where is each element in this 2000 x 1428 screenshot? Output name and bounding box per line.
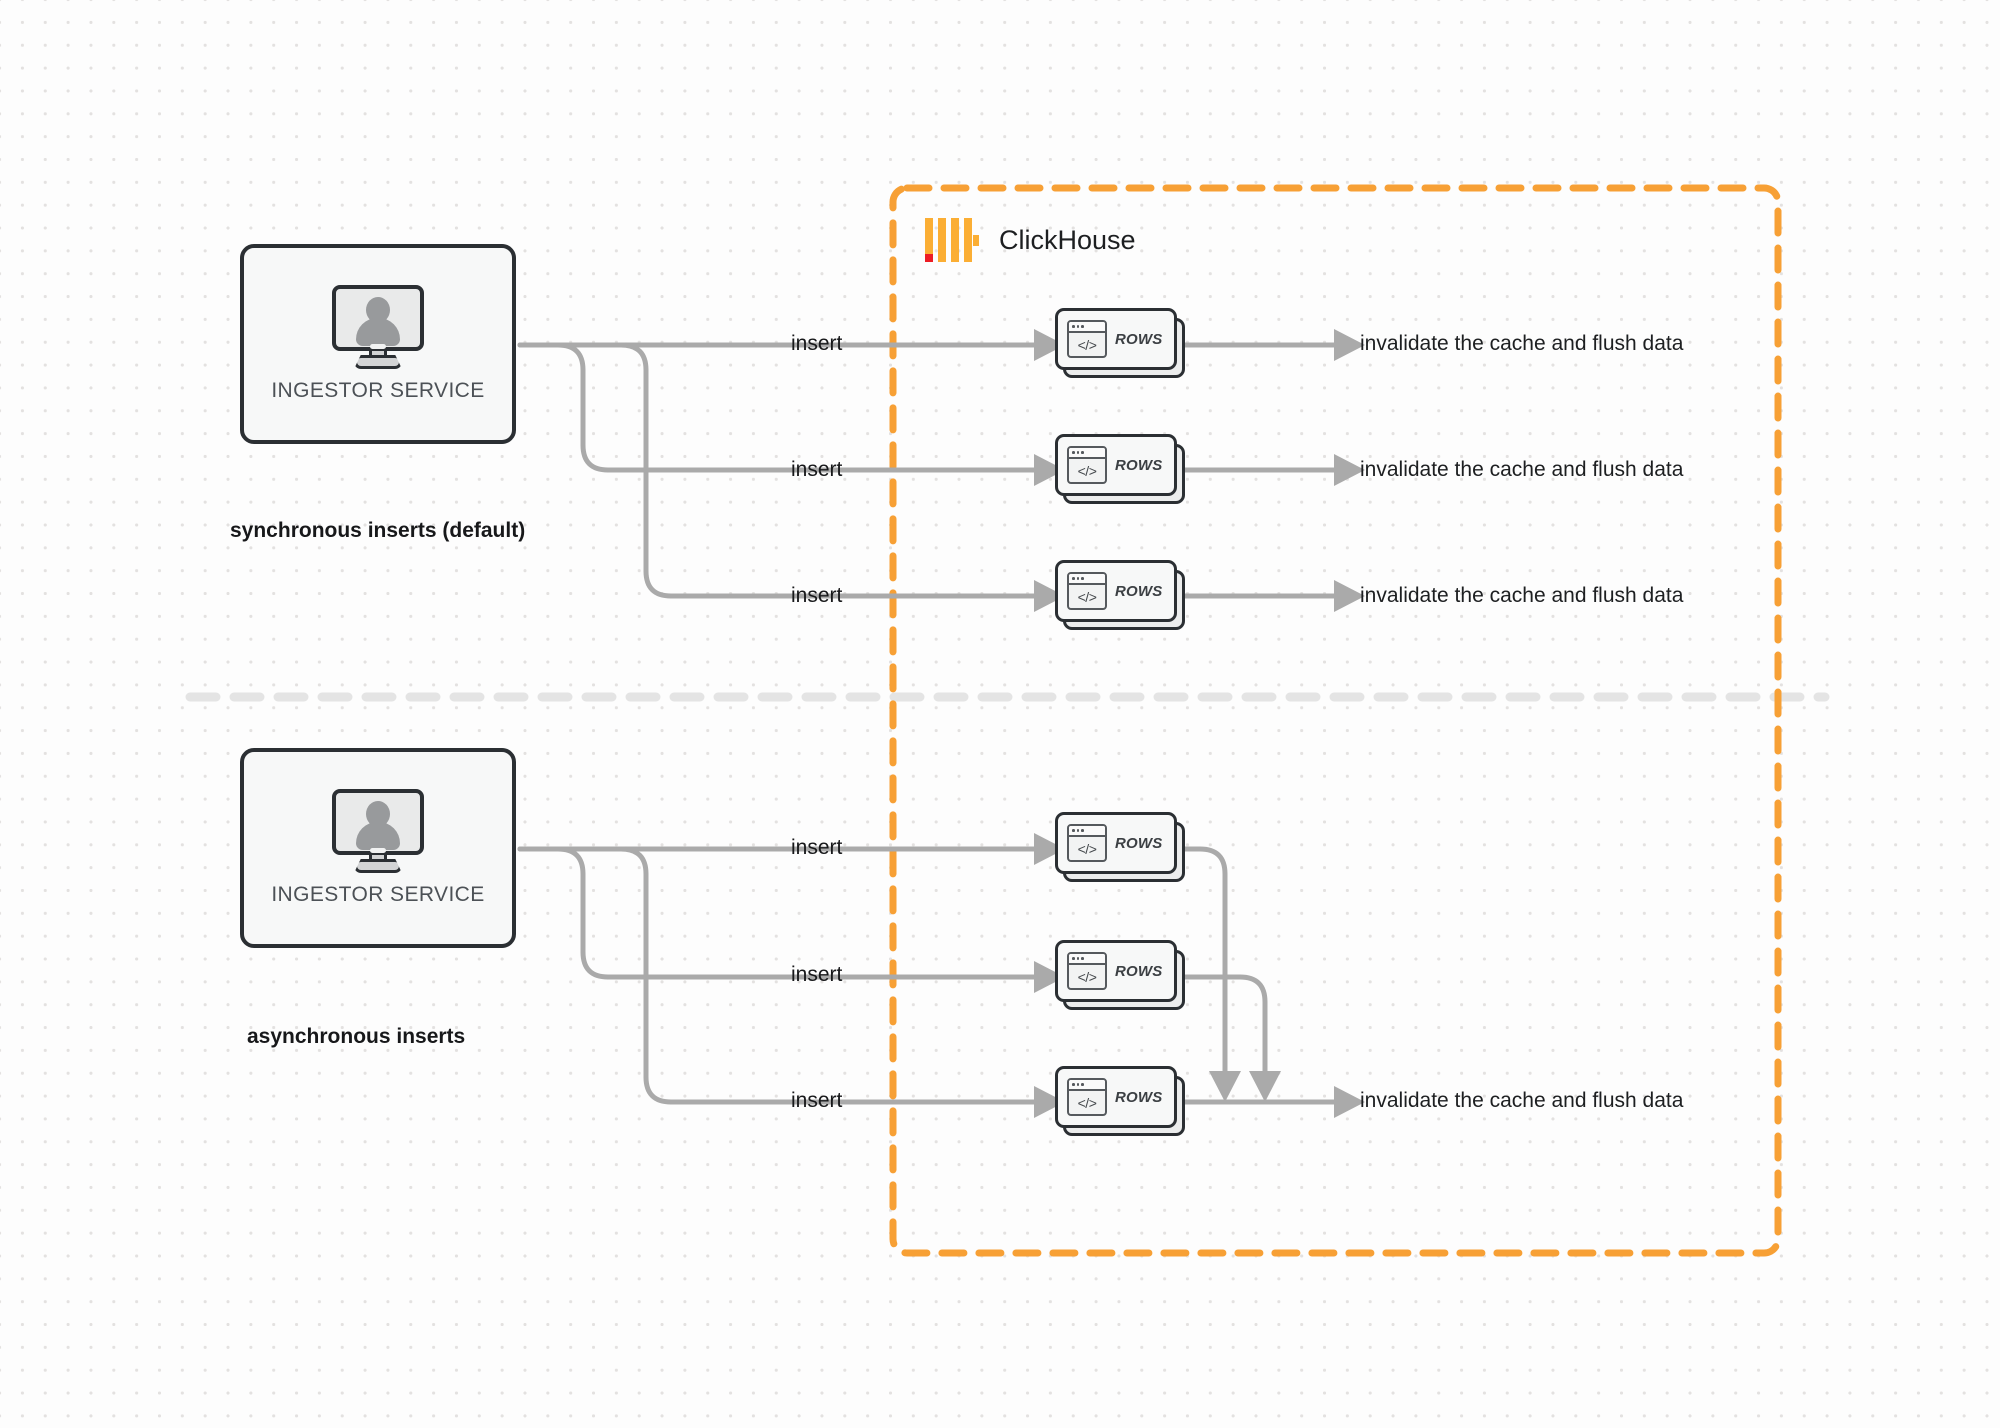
rows-card-label: ROWS bbox=[1115, 834, 1163, 852]
monitor-user-icon bbox=[332, 285, 424, 369]
async-rows-card-2[interactable]: </> ROWS bbox=[1055, 940, 1185, 1014]
sync-rows-card-3[interactable]: </> ROWS bbox=[1055, 560, 1185, 634]
code-window-icon: </> bbox=[1067, 446, 1107, 484]
rows-card-label: ROWS bbox=[1115, 582, 1163, 600]
rows-card-label: ROWS bbox=[1115, 330, 1163, 348]
sync-rows-card-2[interactable]: </> ROWS bbox=[1055, 434, 1185, 508]
clickhouse-boundary bbox=[889, 184, 1782, 1257]
sync-section-caption: synchronous inserts (default) bbox=[230, 519, 526, 542]
code-window-icon: </> bbox=[1067, 952, 1107, 990]
sync-insert-label-3: insert bbox=[791, 584, 843, 607]
clickhouse-logo bbox=[925, 218, 979, 262]
async-flush-label: invalidate the cache and flush data bbox=[1360, 1089, 1684, 1112]
sync-rows-card-1[interactable]: </> ROWS bbox=[1055, 308, 1185, 382]
code-window-icon: </> bbox=[1067, 320, 1107, 358]
clickhouse-boundary-header: ClickHouse bbox=[925, 218, 1136, 262]
sync-flush-label-2: invalidate the cache and flush data bbox=[1360, 458, 1684, 481]
sync-flush-label-3: invalidate the cache and flush data bbox=[1360, 584, 1684, 607]
async-insert-label-2: insert bbox=[791, 963, 843, 986]
monitor-user-icon bbox=[332, 789, 424, 873]
code-window-icon: </> bbox=[1067, 572, 1107, 610]
async-rows-card-1[interactable]: </> ROWS bbox=[1055, 812, 1185, 886]
async-ingestor-service[interactable]: INGESTOR SERVICE bbox=[240, 748, 516, 948]
rows-card-label: ROWS bbox=[1115, 962, 1163, 980]
async-insert-label-1: insert bbox=[791, 836, 843, 859]
async-ingestor-label: INGESTOR SERVICE bbox=[271, 883, 485, 906]
sync-insert-label-1: insert bbox=[791, 332, 843, 355]
async-rows-card-3[interactable]: </> ROWS bbox=[1055, 1066, 1185, 1140]
sync-ingestor-label: INGESTOR SERVICE bbox=[271, 379, 485, 402]
async-section-caption: asynchronous inserts bbox=[247, 1025, 466, 1048]
rows-card-label: ROWS bbox=[1115, 1088, 1163, 1106]
sync-ingestor-service[interactable]: INGESTOR SERVICE bbox=[240, 244, 516, 444]
sync-flush-label-1: invalidate the cache and flush data bbox=[1360, 332, 1684, 355]
code-window-icon: </> bbox=[1067, 824, 1107, 862]
async-insert-label-3: insert bbox=[791, 1089, 843, 1112]
rows-card-label: ROWS bbox=[1115, 456, 1163, 474]
sync-insert-label-2: insert bbox=[791, 458, 843, 481]
clickhouse-label: ClickHouse bbox=[999, 224, 1136, 255]
code-window-icon: </> bbox=[1067, 1078, 1107, 1116]
